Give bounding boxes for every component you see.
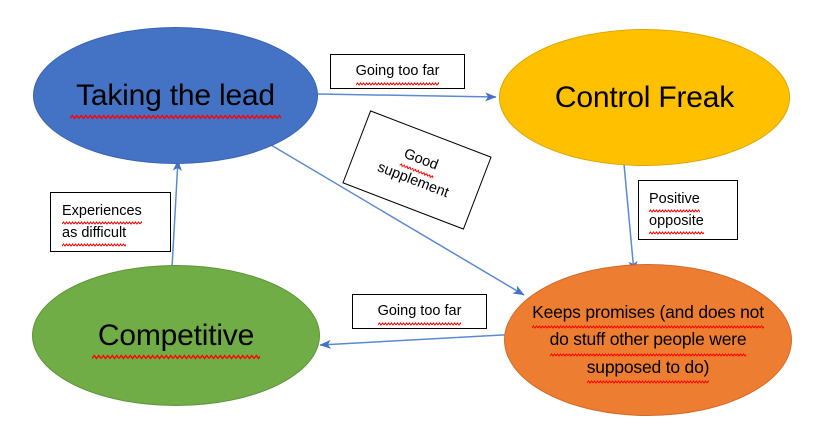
node-control-freak[interactable]: Control Freak: [499, 29, 790, 166]
label-experiences-as-difficult[interactable]: Experiences as difficult: [50, 192, 171, 252]
edge-freak-to-promises: [623, 163, 638, 273]
node-competitive-label: Competitive: [91, 316, 261, 360]
label-going-too-far-top[interactable]: Going too far: [330, 54, 465, 89]
node-taking-the-lead[interactable]: Taking the lead: [33, 27, 318, 164]
label-good-supplement[interactable]: Good supplement: [342, 110, 492, 230]
label-experiences-as-difficult-line-1: Experiences: [62, 200, 142, 226]
node-taking-the-lead-label: Taking the lead: [70, 76, 281, 120]
label-positive-opposite-line-1: Positive: [649, 188, 700, 214]
edge-competitive-to-lead: [171, 159, 182, 269]
node-control-freak-label: Control Freak: [554, 81, 735, 114]
node-keeps-promises-line-3: supposed to do): [586, 354, 709, 384]
label-going-too-far-bottom[interactable]: Going too far: [352, 294, 487, 329]
label-experiences-as-difficult-line-2: as difficult: [62, 222, 127, 249]
node-competitive[interactable]: Competitive: [32, 265, 320, 406]
node-keeps-promises-line-2: do stuff other people were: [549, 326, 747, 357]
node-keeps-promises[interactable]: Keeps promises (and does not do stuff ot…: [504, 264, 792, 416]
node-keeps-promises-label: Keeps promises (and does not do stuff ot…: [526, 299, 770, 384]
edge-promises-to-competitive: [319, 333, 521, 349]
edge-lead-to-freak: [317, 92, 497, 102]
label-positive-opposite[interactable]: Positive opposite: [638, 180, 738, 240]
label-going-too-far-top-text: Going too far: [355, 60, 439, 87]
label-positive-opposite-line-2: opposite: [649, 210, 704, 237]
node-keeps-promises-line-1: Keeps promises (and does not: [532, 299, 764, 330]
label-going-too-far-bottom-text: Going too far: [377, 300, 461, 327]
